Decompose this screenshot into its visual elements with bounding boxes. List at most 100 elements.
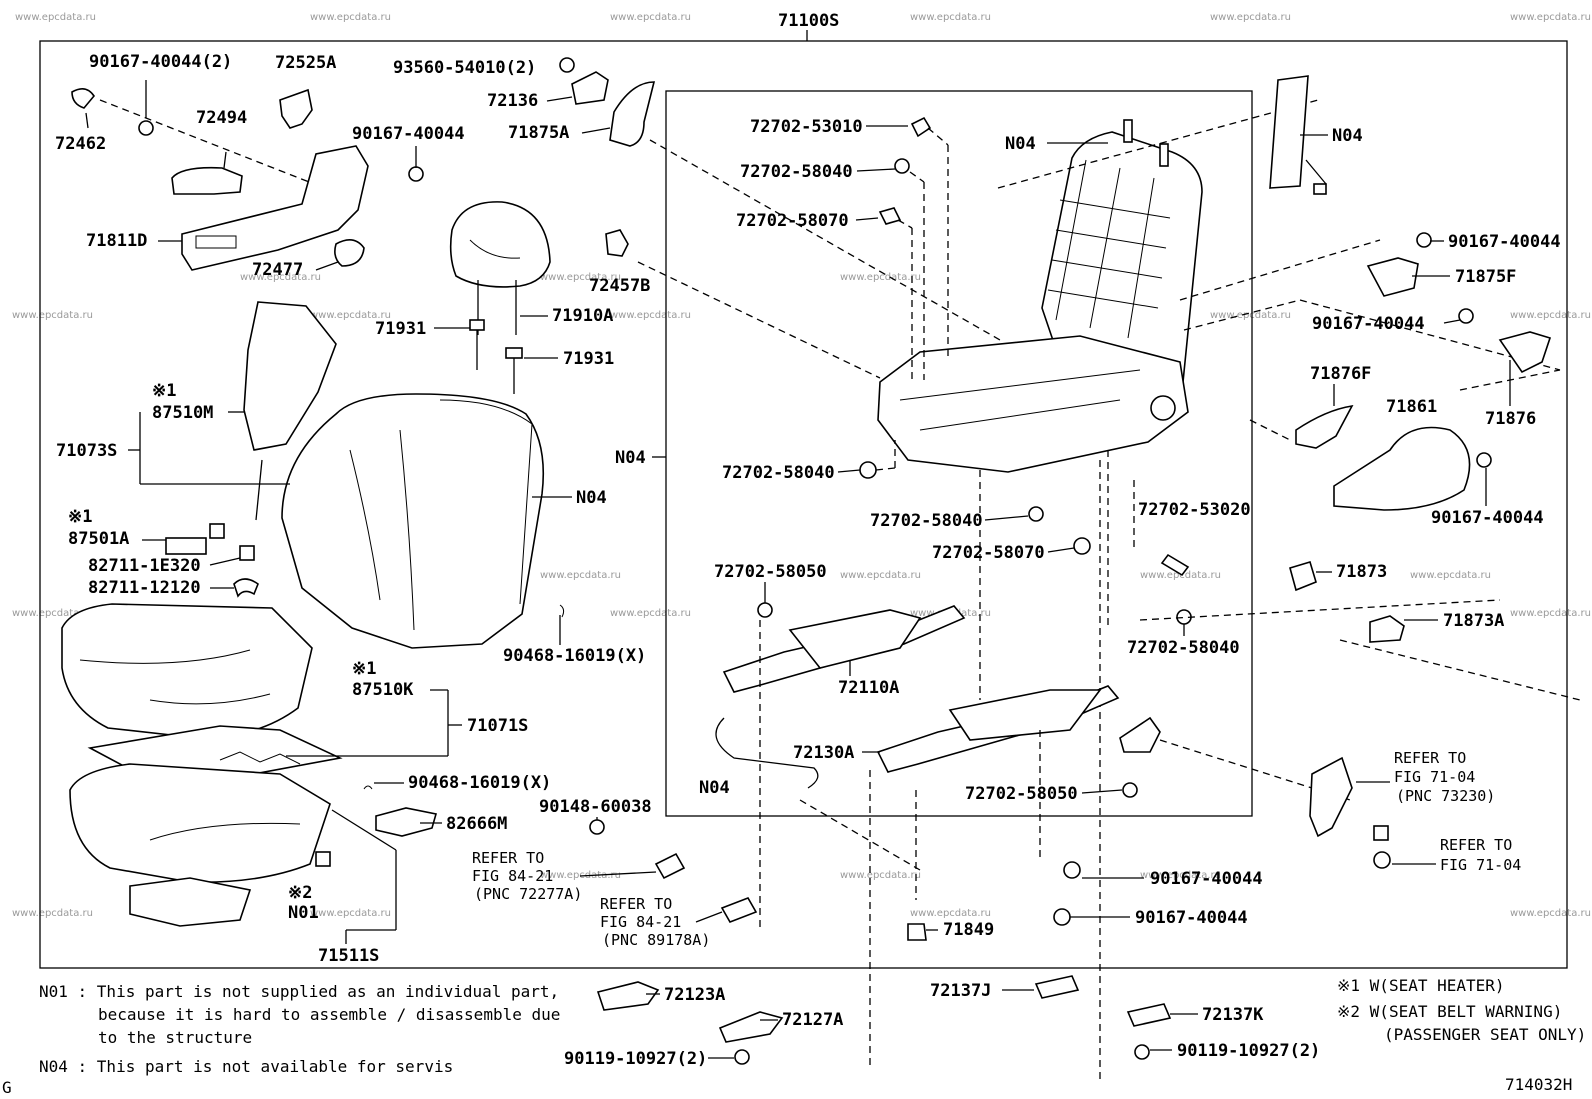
guide-icon [1123, 119, 1133, 143]
bracket-72136-icon [571, 71, 609, 105]
part-label[interactable]: 90148-60038 [539, 797, 652, 817]
part-label[interactable]: 90468-16019(X) [503, 646, 646, 666]
outer-frame [39, 40, 1568, 969]
part-label[interactable]: 72702-58050 [965, 784, 1078, 804]
part-label[interactable]: N01 [288, 903, 319, 923]
connector-icon [720, 897, 758, 923]
part-label[interactable]: 87510M [152, 403, 213, 423]
part-label[interactable]: 71931 [375, 319, 426, 339]
part-label[interactable]: 72702-58040 [1127, 638, 1240, 658]
part-label[interactable]: 72702-58040 [722, 463, 835, 483]
legend-line: (PASSENGER SEAT ONLY) [1384, 1025, 1586, 1044]
part-label[interactable]: 71811D [86, 231, 147, 251]
part-label[interactable]: 71931 [563, 349, 614, 369]
part-label[interactable]: 72136 [487, 91, 538, 111]
bracket-82666M-icon [375, 807, 438, 837]
fastener-71849-icon [907, 923, 927, 941]
clip-82711-icon [233, 578, 259, 598]
part-label[interactable]: 90119-10927(2) [564, 1049, 707, 1069]
part-label[interactable]: 72702-58050 [714, 562, 827, 582]
part-label[interactable]: 90167-40044 [1135, 908, 1248, 928]
part-label[interactable]: 72525A [275, 53, 336, 73]
watermark: www.epcdata.ru [840, 272, 921, 283]
part-label[interactable]: 72702-58040 [870, 511, 983, 531]
part-label[interactable]: 71910A [552, 306, 613, 326]
part-label[interactable]: 72123A [664, 985, 725, 1005]
part-label[interactable]: 71873 [1336, 562, 1387, 582]
frame-sub-box [665, 90, 1253, 817]
part-label[interactable]: 71876 [1485, 409, 1536, 429]
part-label[interactable]: 71876F [1310, 364, 1371, 384]
part-label[interactable]: 90167-40044(2) [89, 52, 232, 72]
part-label[interactable]: N04 [1005, 134, 1036, 154]
part-label[interactable]: N04 [699, 778, 730, 798]
part-label[interactable]: 72702-58040 [740, 162, 853, 182]
part-label[interactable]: 90119-10927(2) [1177, 1041, 1320, 1061]
legend-line: to the structure [98, 1028, 252, 1047]
watermark: www.epcdata.ru [310, 12, 391, 23]
part-label[interactable]: 82666M [446, 814, 507, 834]
part-label[interactable]: 71849 [943, 920, 994, 940]
connector-icon [1373, 825, 1389, 841]
ref-line: (PNC 73230) [1396, 787, 1495, 805]
part-label[interactable]: 72494 [196, 108, 247, 128]
part-label[interactable]: 90167-40044 [1150, 869, 1263, 889]
ref-link[interactable]: FIG 71-04 [1394, 768, 1475, 786]
part-label[interactable]: 72702-58070 [932, 543, 1045, 563]
part-label[interactable]: 72130A [793, 743, 854, 763]
connector-icon [209, 523, 225, 539]
part-label[interactable]: 71875F [1455, 267, 1516, 287]
ref-link[interactable]: FIG 71-04 [1440, 856, 1521, 874]
part-label[interactable]: 71071S [467, 716, 528, 736]
part-label[interactable]: 71875A [508, 123, 569, 143]
part-label[interactable]: 72137J [930, 981, 991, 1001]
part-label[interactable]: 72457B [589, 276, 650, 296]
part-label[interactable]: 71073S [56, 441, 117, 461]
part-label[interactable]: 71511S [318, 946, 379, 966]
part-label[interactable]: 90167-40044 [1448, 232, 1561, 252]
cover-N04-right-icon [1269, 75, 1309, 189]
part-label[interactable]: 72702-58070 [736, 211, 849, 231]
part-label[interactable]: N04 [576, 488, 607, 508]
heater-pad-87510M-icon [243, 301, 337, 451]
part-label[interactable]: 72477 [252, 260, 303, 280]
cushion-pad-icon [69, 763, 331, 883]
part-label[interactable]: 82711-12120 [88, 578, 201, 598]
part-label[interactable]: 87510K [352, 680, 414, 700]
bolt-icon [1122, 782, 1138, 798]
part-label[interactable]: N04 [615, 448, 646, 468]
watermark: www.epcdata.ru [1410, 570, 1491, 581]
bolt-icon [589, 819, 605, 835]
watermark: www.epcdata.ru [540, 570, 621, 581]
part-label[interactable]: 72137K [1202, 1005, 1264, 1025]
watermark: www.epcdata.ru [1140, 570, 1221, 581]
cover-72123A-icon [596, 981, 660, 1011]
corner-letter: G [2, 1078, 12, 1097]
watermark: www.epcdata.ru [1510, 12, 1591, 23]
watermark: www.epcdata.ru [540, 272, 621, 283]
part-label[interactable]: 90167-40044 [352, 124, 465, 144]
part-label[interactable]: 72462 [55, 134, 106, 154]
part-label[interactable]: 90468-16019(X) [408, 773, 551, 793]
part-label[interactable]: 71873A [1443, 611, 1504, 631]
part-label[interactable]: 87501A [68, 529, 129, 549]
part-label[interactable]: 72702-53010 [750, 117, 863, 137]
ref-link[interactable]: FIG 84-21 [472, 867, 553, 885]
part-label[interactable]: 82711-1E320 [88, 556, 201, 576]
part-label[interactable]: 90167-40044 [1312, 314, 1425, 334]
part-label[interactable]: 72702-53020 [1138, 500, 1251, 520]
note-mark: ※2 [288, 883, 312, 903]
part-label[interactable]: N04 [1332, 126, 1363, 146]
part-label[interactable]: 93560-54010(2) [393, 58, 536, 78]
cap-72462-icon [71, 88, 95, 109]
part-label[interactable]: 72110A [838, 678, 899, 698]
part-label[interactable]: 71861 [1386, 397, 1437, 417]
part-label[interactable]: 90167-40044 [1431, 508, 1544, 528]
ref-link[interactable]: FIG 84-21 [600, 913, 681, 931]
cover-71875A-icon [609, 81, 656, 147]
clip-72525A-icon [279, 88, 313, 129]
part-label[interactable]: 72127A [782, 1010, 843, 1030]
ref-line: (PNC 89178A) [602, 931, 710, 949]
watermark: www.epcdata.ru [310, 310, 391, 321]
